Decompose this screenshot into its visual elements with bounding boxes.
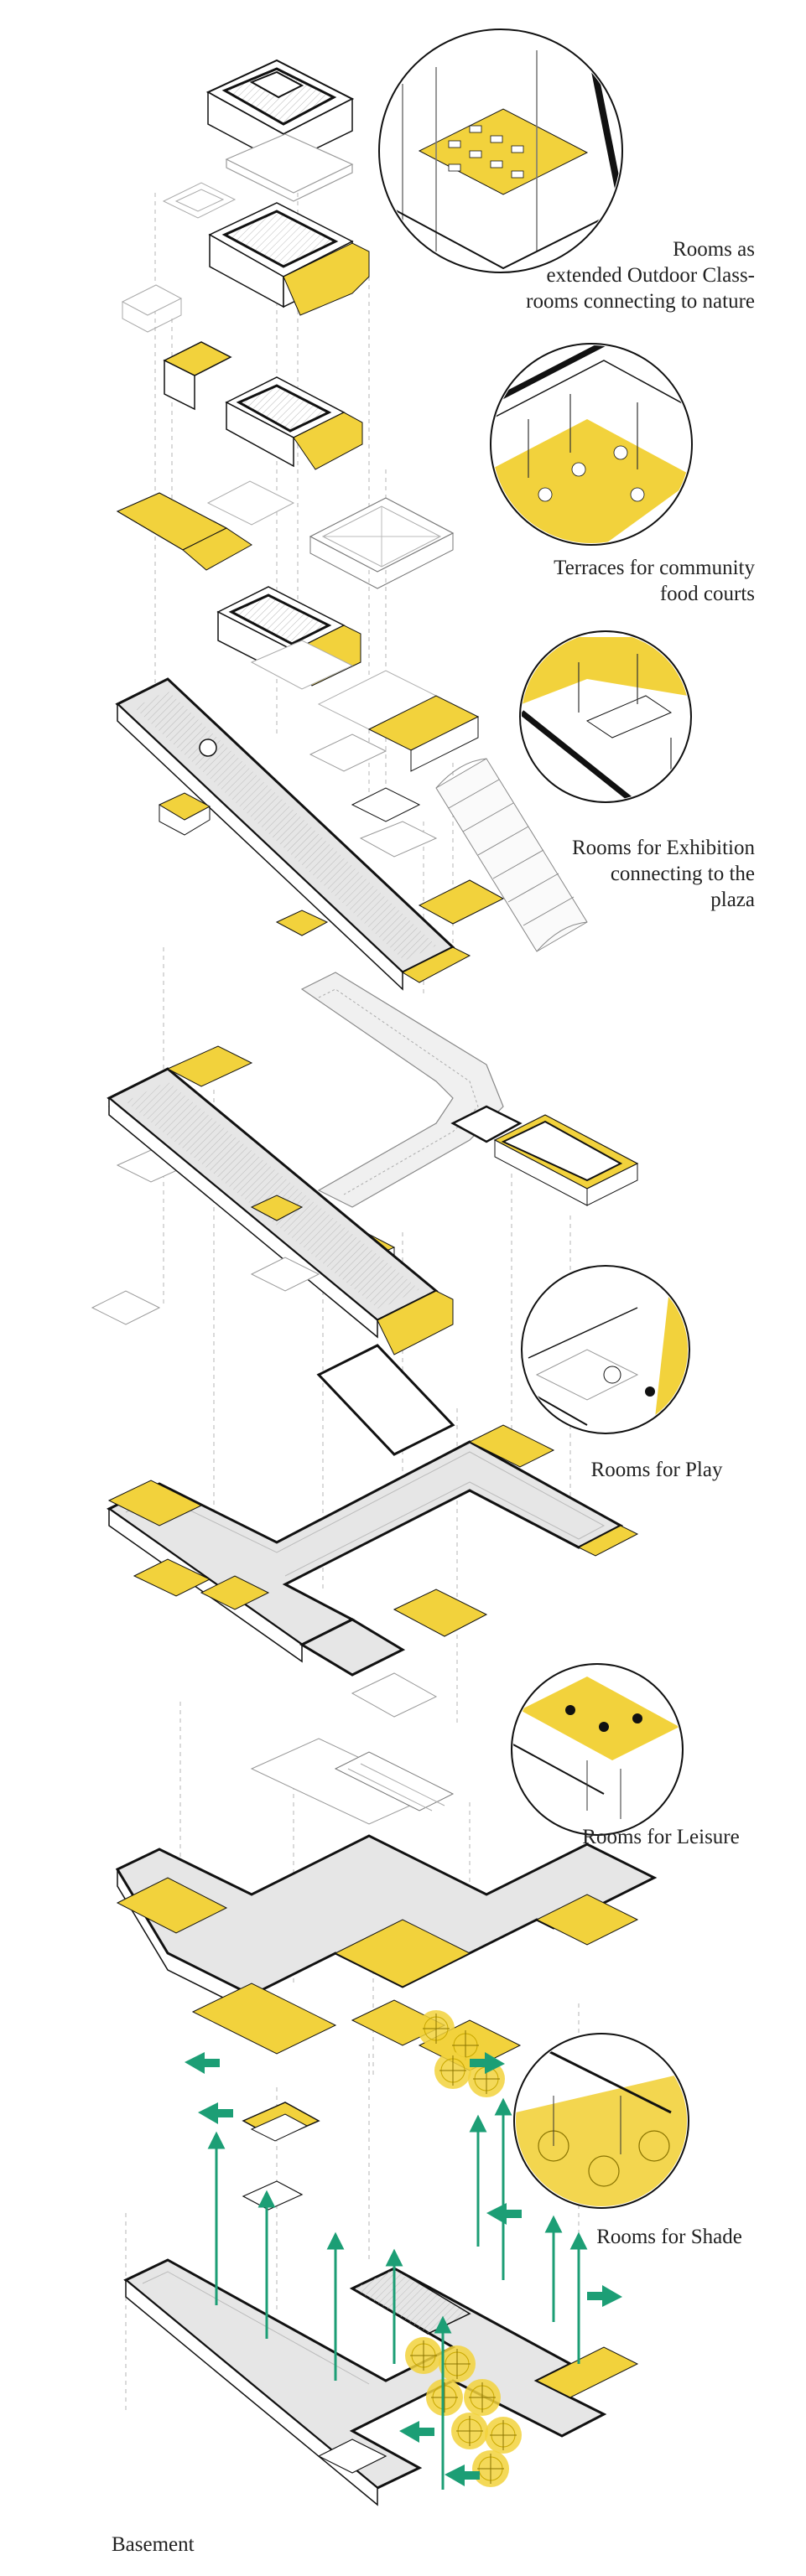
caption-outdoor-classrooms: Rooms as extended Outdoor Class- rooms c…	[470, 236, 755, 314]
level-4-terraces	[116, 480, 480, 772]
caption-line: Basement	[112, 2533, 195, 2556]
caption-line: rooms connecting to nature	[526, 290, 755, 313]
horizontal-connection-arrows	[185, 2052, 622, 2486]
caption-line: Rooms for Exhibition	[571, 837, 755, 859]
greenhouse-vault	[435, 758, 588, 952]
detail-circle-leisure	[511, 1663, 684, 1836]
caption-line: connecting to the	[610, 863, 755, 885]
glass-roof	[359, 821, 438, 858]
caption-line: Terraces for community	[554, 557, 755, 579]
detail-circle-exhibition	[519, 630, 692, 803]
vertical-connection-arrows	[207, 2097, 588, 2490]
roof-level	[205, 59, 355, 202]
caption-basement: Basement	[112, 2532, 246, 2558]
caption-line: Rooms for Play	[590, 1459, 723, 1481]
caption-line: Rooms for Leisure	[582, 1826, 740, 1848]
detail-circle-outdoor-classroom	[378, 29, 623, 273]
caption-line: food courts	[659, 583, 755, 605]
level-5-classrooms	[121, 182, 370, 470]
detail-circle-play	[521, 1265, 690, 1434]
detail-circle-shade	[513, 2033, 689, 2209]
level-3-exhibition	[115, 677, 505, 991]
caption-line: Rooms as	[673, 238, 755, 261]
caption-line: Rooms for Shade	[596, 2226, 742, 2248]
level-1-play	[107, 1344, 639, 1718]
detail-circle-terraces	[490, 343, 693, 546]
caption-shade: Rooms for Shade	[564, 2224, 774, 2250]
caption-line: extended Outdoor Class-	[546, 264, 755, 287]
basement-level	[123, 2258, 639, 2506]
caption-terraces: Terraces for community food courts	[470, 555, 755, 607]
caption-leisure: Rooms for Leisure	[556, 1824, 766, 1850]
caption-exhibition: Rooms for Exhibition connecting to the p…	[470, 835, 755, 913]
caption-play: Rooms for Play	[560, 1457, 753, 1483]
caption-line: plaza	[710, 889, 755, 911]
level-2-main	[107, 1045, 454, 1355]
